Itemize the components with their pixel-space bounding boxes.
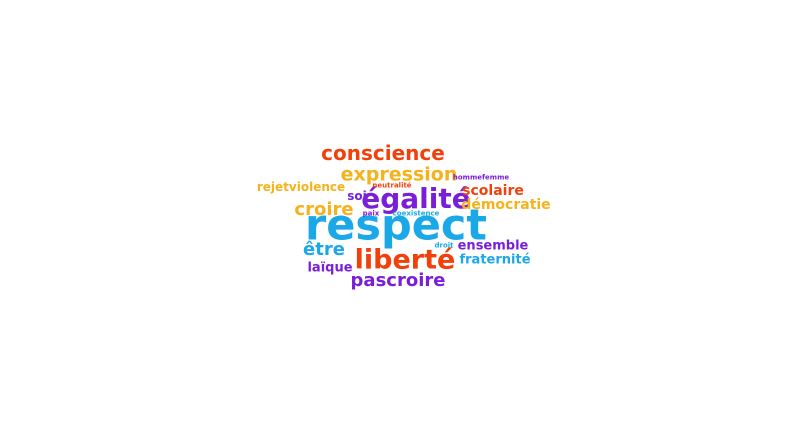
word-droit: droit (434, 241, 454, 250)
word-egalite: égalité (361, 182, 471, 215)
word-coexistence: coexistence (392, 209, 440, 218)
word-respect: respect (305, 200, 487, 251)
word-democratie: démocratie (461, 197, 551, 213)
word-fraternite: fraternité (459, 252, 531, 268)
word-conscience: conscience (321, 141, 445, 165)
word-neutralite: neutralité (372, 181, 412, 190)
word-liberte: liberté (354, 244, 456, 276)
word-paix: paix (362, 209, 380, 218)
word-soi: soi (347, 189, 367, 203)
word-laique: laïque (307, 260, 353, 276)
word-hommefemme: hommefemme (452, 173, 510, 182)
word-scolaire: scolaire (462, 183, 524, 199)
word-pascroire: pascroire (350, 270, 446, 291)
word-rejetviolence: rejetviolence (256, 180, 346, 194)
word-expression: expression (340, 163, 458, 186)
word-ensemble: ensemble (457, 238, 529, 254)
word-etre: être (303, 239, 345, 260)
word-croire: croire (294, 199, 354, 220)
